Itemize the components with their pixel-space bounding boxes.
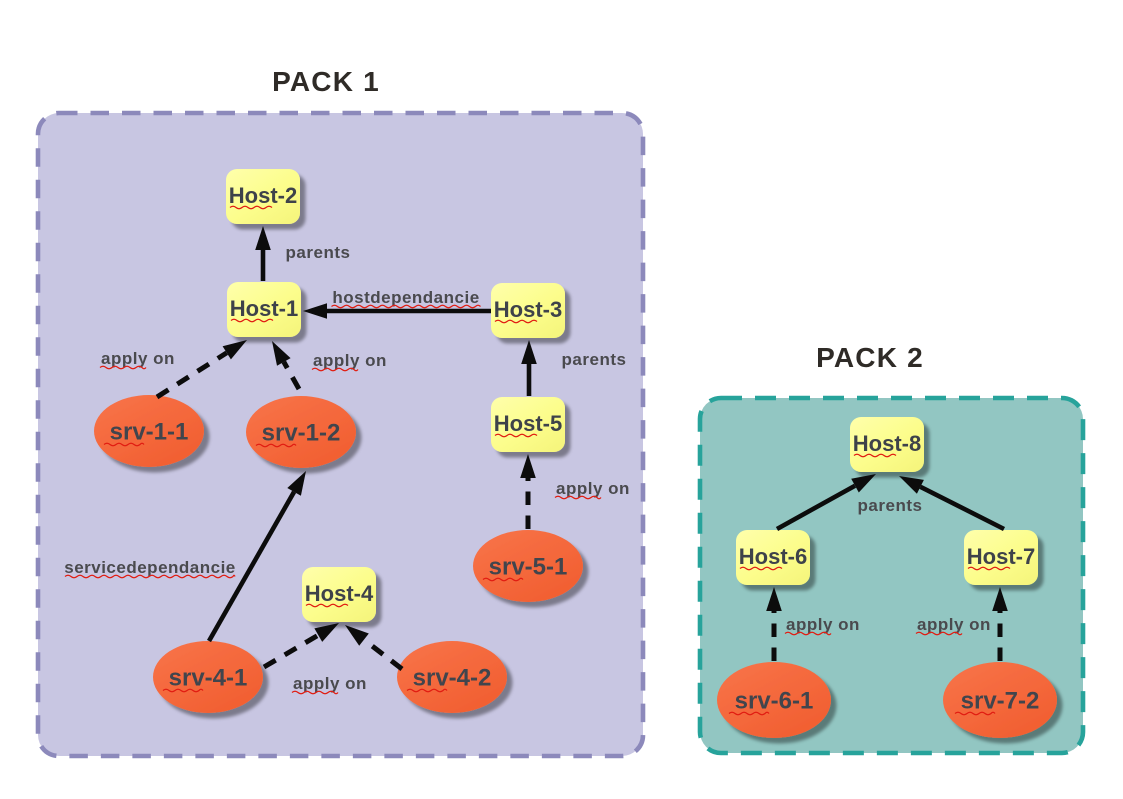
svg-text:srv-1-2: srv-1-2 xyxy=(262,420,341,447)
svg-text:srv-4-2: srv-4-2 xyxy=(413,665,492,692)
svg-text:Host-3: Host-3 xyxy=(494,297,562,322)
svg-text:parents: parents xyxy=(286,243,351,262)
svg-text:Host-5: Host-5 xyxy=(494,411,562,436)
svg-text:srv-6-1: srv-6-1 xyxy=(735,688,814,715)
svg-text:parents: parents xyxy=(858,496,923,515)
svg-text:srv-4-1: srv-4-1 xyxy=(169,665,248,692)
svg-text:apply on: apply on xyxy=(293,674,367,693)
svg-text:hostdependancie: hostdependancie xyxy=(332,288,479,307)
svg-text:Host-6: Host-6 xyxy=(739,544,807,569)
svg-text:PACK 1: PACK 1 xyxy=(272,66,380,97)
svg-text:apply on: apply on xyxy=(786,615,860,634)
svg-text:apply on: apply on xyxy=(101,349,175,368)
svg-text:Host-1: Host-1 xyxy=(230,296,298,321)
svg-text:servicedependancie: servicedependancie xyxy=(64,558,236,577)
svg-text:srv-7-2: srv-7-2 xyxy=(961,688,1040,715)
svg-text:PACK 2: PACK 2 xyxy=(816,342,924,373)
svg-text:srv-1-1: srv-1-1 xyxy=(110,419,189,446)
svg-text:apply on: apply on xyxy=(917,615,991,634)
svg-text:Host-8: Host-8 xyxy=(853,431,921,456)
svg-text:Host-7: Host-7 xyxy=(967,544,1035,569)
svg-text:parents: parents xyxy=(562,350,627,369)
svg-text:Host-2: Host-2 xyxy=(229,183,297,208)
svg-text:Host-4: Host-4 xyxy=(305,581,374,606)
svg-text:apply on: apply on xyxy=(556,479,630,498)
svg-text:apply on: apply on xyxy=(313,351,387,370)
svg-text:srv-5-1: srv-5-1 xyxy=(489,554,568,581)
